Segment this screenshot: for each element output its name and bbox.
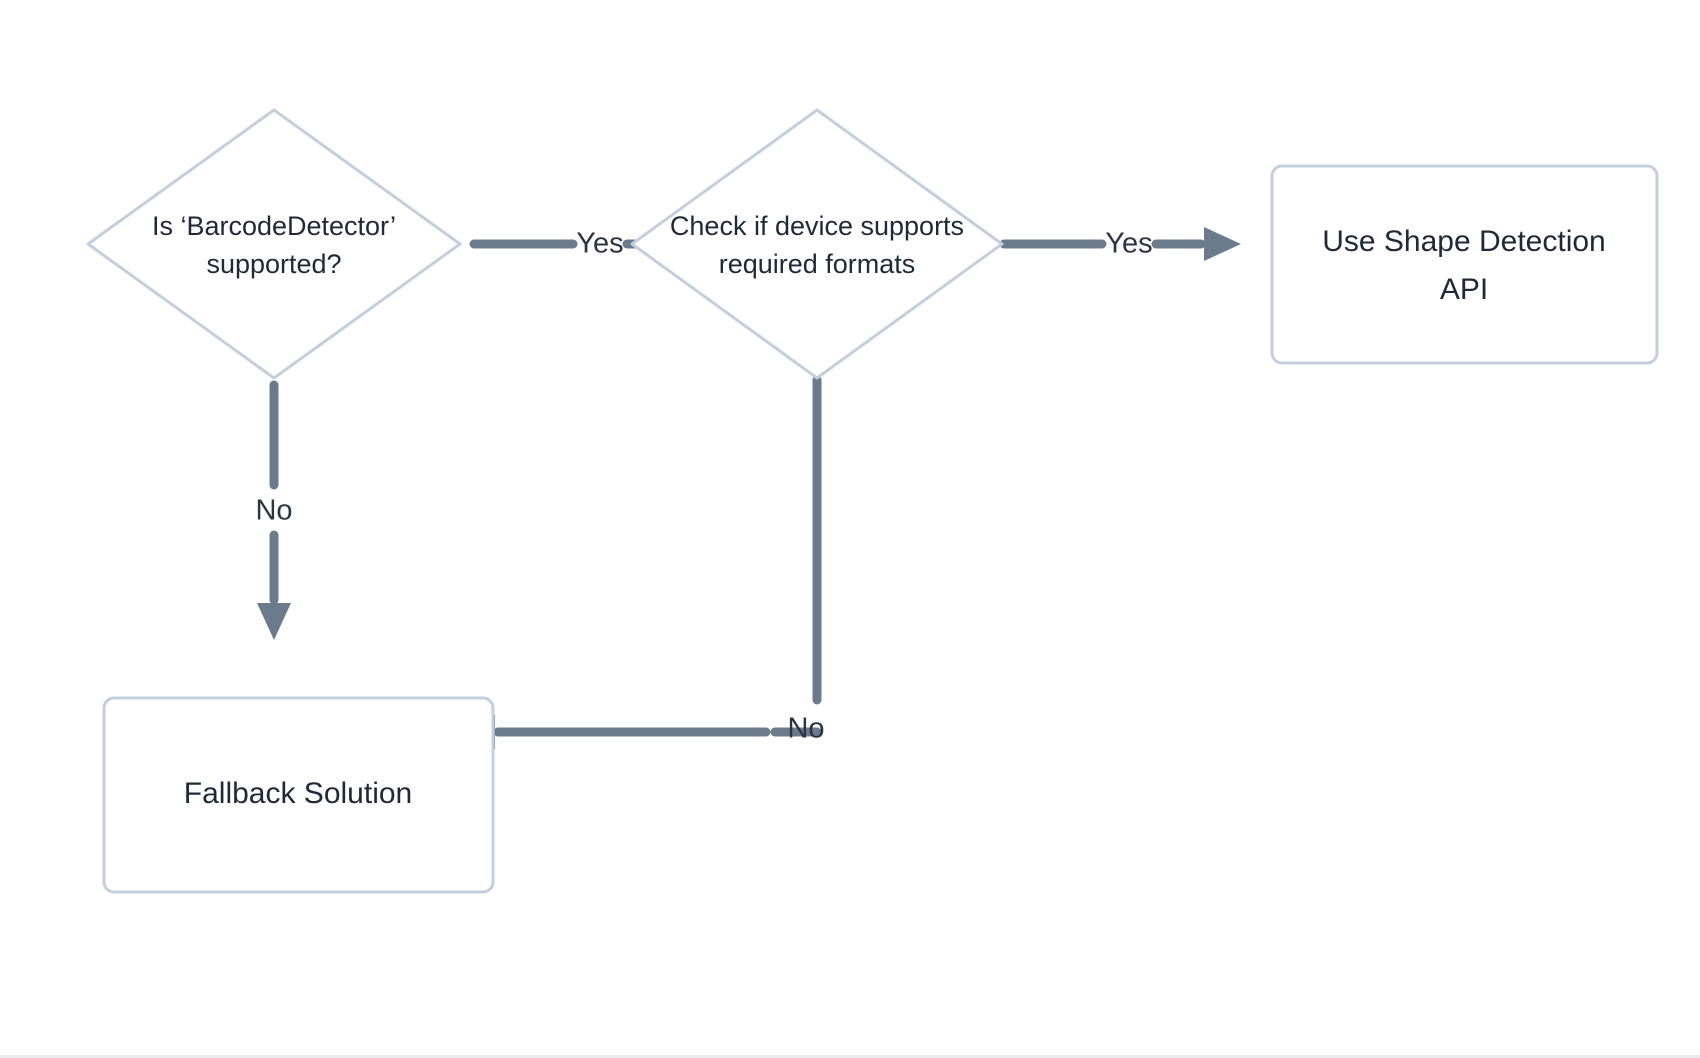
node-check-device-formats-shape[interactable] — [630, 108, 1004, 380]
node-use-shape-detection-api-line2: API — [1440, 273, 1488, 306]
edge-formats-no: No — [458, 375, 825, 749]
node-use-shape-detection-api[interactable]: Use Shape Detection API — [1270, 164, 1659, 365]
node-use-shape-detection-api-shape[interactable] — [1270, 164, 1659, 365]
node-fallback-solution-shape[interactable] — [102, 696, 495, 894]
node-is-barcodedetector-supported-line1: Is ‘BarcodeDetector’ — [152, 211, 396, 241]
edge-barcode-no-label: No — [255, 495, 292, 527]
edge-barcode-yes-label: Yes — [576, 228, 623, 260]
node-check-device-formats-line2: required formats — [719, 249, 916, 279]
node-is-barcodedetector-supported[interactable]: Is ‘BarcodeDetector’ supported? — [86, 108, 462, 380]
node-check-device-formats[interactable]: Check if device supports required format… — [630, 108, 1004, 380]
edge-formats-yes-arrowhead — [1204, 227, 1241, 261]
edge-formats-no-label: No — [787, 713, 824, 745]
edge-formats-yes: Yes — [999, 227, 1241, 261]
edge-formats-yes-label: Yes — [1105, 228, 1152, 260]
node-check-device-formats-line1: Check if device supports — [670, 211, 964, 241]
node-fallback-solution[interactable]: Fallback Solution — [102, 696, 495, 894]
node-fallback-solution-line1: Fallback Solution — [184, 777, 412, 810]
edge-barcode-no-arrowhead — [257, 603, 291, 640]
node-is-barcodedetector-supported-line2: supported? — [206, 249, 341, 279]
node-is-barcodedetector-supported-shape[interactable] — [86, 108, 462, 380]
edge-barcode-no: No — [255, 380, 293, 640]
node-use-shape-detection-api-line1: Use Shape Detection — [1322, 225, 1606, 258]
bottom-divider — [0, 1055, 1700, 1058]
